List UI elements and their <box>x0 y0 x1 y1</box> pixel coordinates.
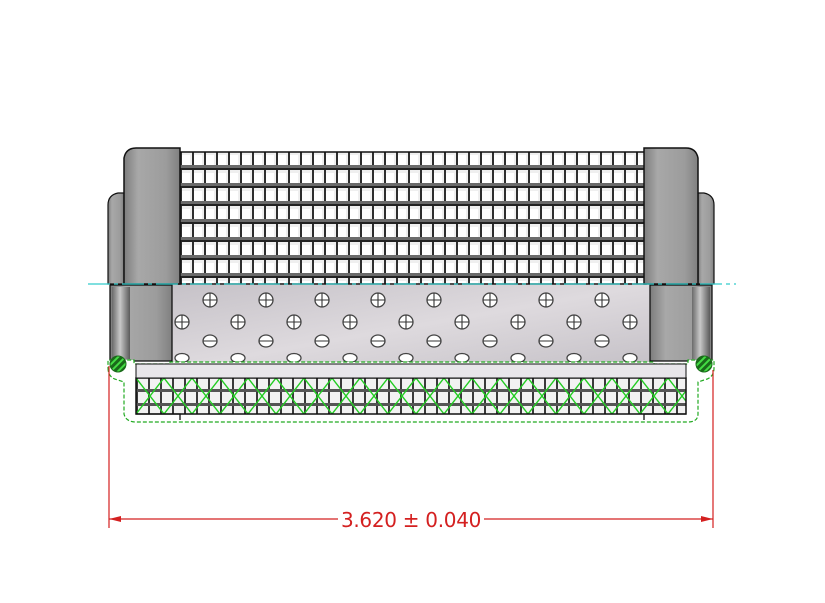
o-ring-right <box>695 355 713 373</box>
pleated-mesh <box>177 151 647 285</box>
left-cap-section <box>109 284 173 362</box>
arrow-right-icon <box>701 516 713 522</box>
right-cap-section <box>649 284 713 362</box>
perforated-tube <box>172 285 650 373</box>
section-filter-media <box>107 359 715 423</box>
right-end-cap <box>643 147 715 285</box>
arrow-left-icon <box>109 516 121 522</box>
left-end-cap <box>107 147 181 285</box>
o-ring-left <box>109 355 127 373</box>
dimension-label: 3.620 ± 0.040 <box>338 506 484 534</box>
